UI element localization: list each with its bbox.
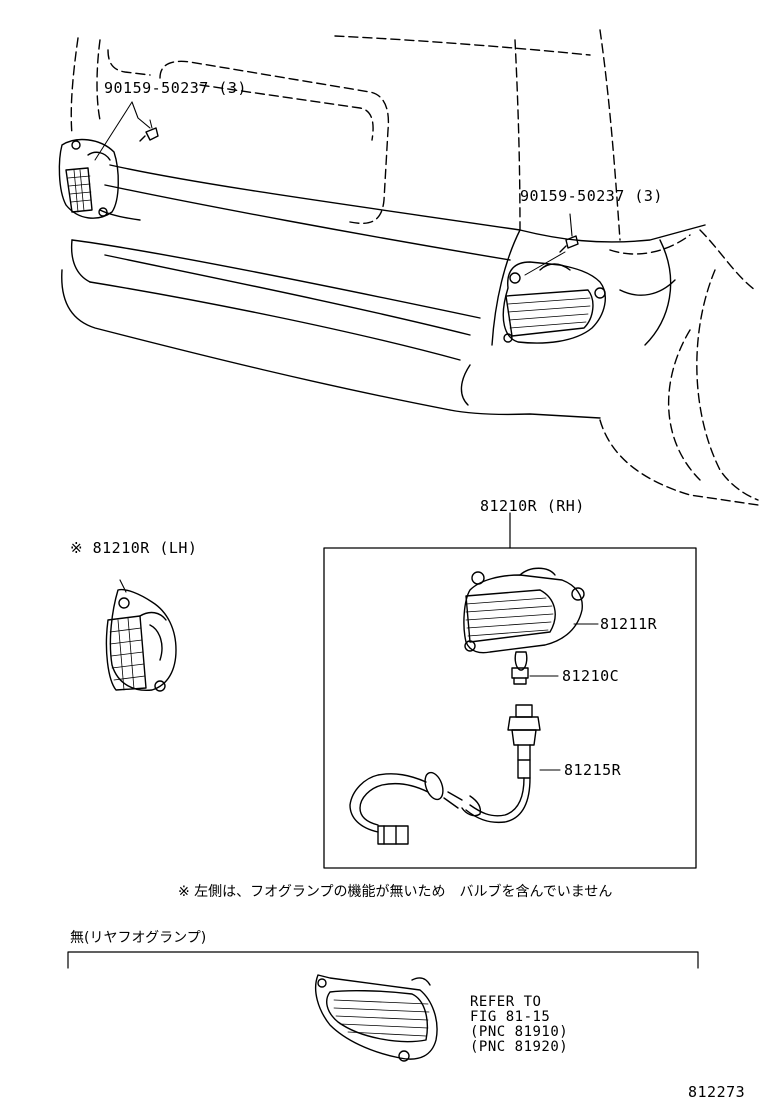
without-section-bracket bbox=[67, 951, 699, 969]
without-section-label: 無(リヤフオグランプ) bbox=[70, 930, 207, 946]
figure-number: 812273 bbox=[688, 1083, 746, 1101]
reflector-icon bbox=[314, 974, 438, 1062]
bulb-icon bbox=[511, 651, 529, 685]
bulb-label: 81210C bbox=[562, 667, 620, 685]
socket-harness-icon bbox=[349, 704, 541, 845]
fog-lamp-lh-icon bbox=[105, 588, 177, 692]
fog-lamp-rh-on-vehicle bbox=[502, 261, 606, 344]
refer-line-1: REFER TO bbox=[470, 994, 542, 1010]
fog-lamp-lh-on-vehicle bbox=[58, 138, 119, 219]
vehicle-rear-outline bbox=[70, 29, 759, 506]
bolt-icon bbox=[139, 119, 159, 142]
lens-label: 81211R bbox=[600, 615, 658, 633]
refer-line-3: (PNC 81910) bbox=[470, 1024, 569, 1040]
fog-lamp-rh-icon bbox=[463, 567, 585, 654]
lh-assembly-label: ※ 81210R (LH) bbox=[70, 539, 198, 557]
bolt-right-label: 90159-50237 (3) bbox=[520, 187, 663, 205]
rh-assembly-label: 81210R (RH) bbox=[480, 497, 585, 515]
rear-bumper bbox=[61, 164, 706, 419]
refer-line-4: (PNC 81920) bbox=[470, 1039, 569, 1055]
refer-line-2: FIG 81-15 bbox=[470, 1009, 551, 1025]
note-text: ※ 左側は、フオグランプの機能が無いため バルブを含んでいません bbox=[178, 884, 613, 900]
socket-wire-label: 81215R bbox=[564, 761, 622, 779]
bolt-icon bbox=[559, 235, 579, 253]
bolt-left-label: 90159-50237 (3) bbox=[104, 79, 247, 97]
